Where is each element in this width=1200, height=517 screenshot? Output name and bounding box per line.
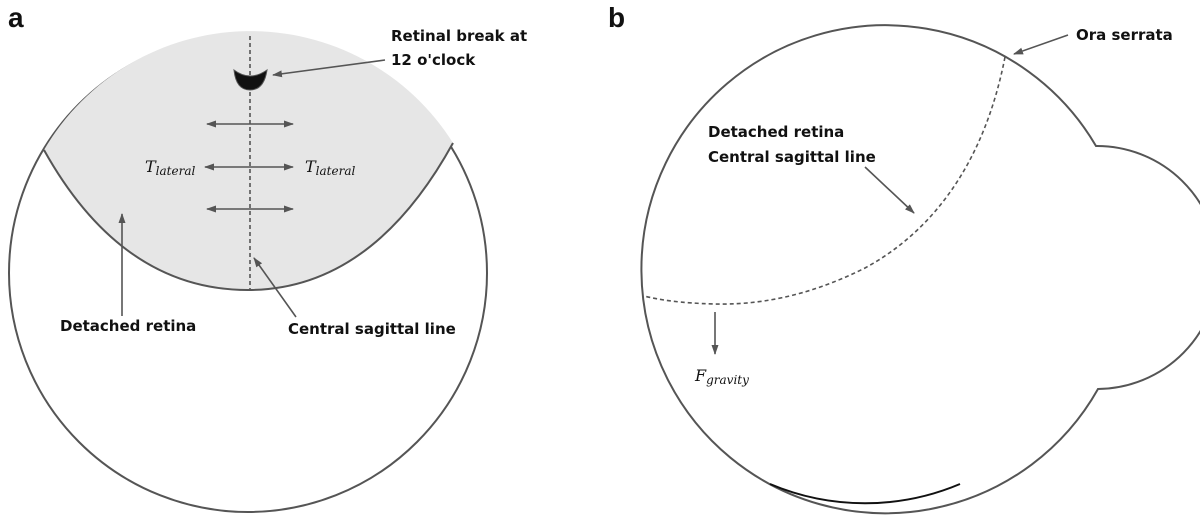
eye-lower-arc-b <box>769 483 961 505</box>
panel-b: b Ora serrata Detached retina Central sa… <box>608 2 1200 515</box>
detachment-boundary-curve <box>43 142 454 292</box>
central-sagittal-curve-b <box>643 56 1006 305</box>
retinal-break-label-line1: Retinal break at <box>391 27 527 45</box>
detached-retina-label-a: Detached retina <box>60 317 196 335</box>
tension-label-right: Tlateral <box>305 157 355 178</box>
central-sagittal-label-b: Central sagittal line <box>708 148 876 166</box>
ora-serrata-pointer-arrow <box>1013 34 1069 55</box>
retinal-break-pointer-arrow <box>272 59 386 78</box>
detached-retina-label-b: Detached retina <box>708 123 844 141</box>
retinal-break-icon <box>233 68 268 91</box>
eye-outline-b <box>640 24 1200 515</box>
ora-serrata-label: Ora serrata <box>1076 26 1173 44</box>
panel-b-letter: b <box>608 2 625 33</box>
central-sagittal-label-a: Central sagittal line <box>288 320 456 338</box>
central-sagittal-pointer-arrow-a <box>253 257 297 318</box>
panel-a-letter: a <box>8 2 24 33</box>
gravity-label: Fgravity <box>694 366 749 387</box>
panel-a: a Tlateral Tlateral Retinal break at 12 … <box>8 2 527 513</box>
central-sagittal-pointer-arrow-b <box>864 166 915 214</box>
tension-label-left: Tlateral <box>145 157 195 178</box>
retinal-break-label-line2: 12 o'clock <box>391 51 476 69</box>
detached-retina-region <box>44 31 453 291</box>
